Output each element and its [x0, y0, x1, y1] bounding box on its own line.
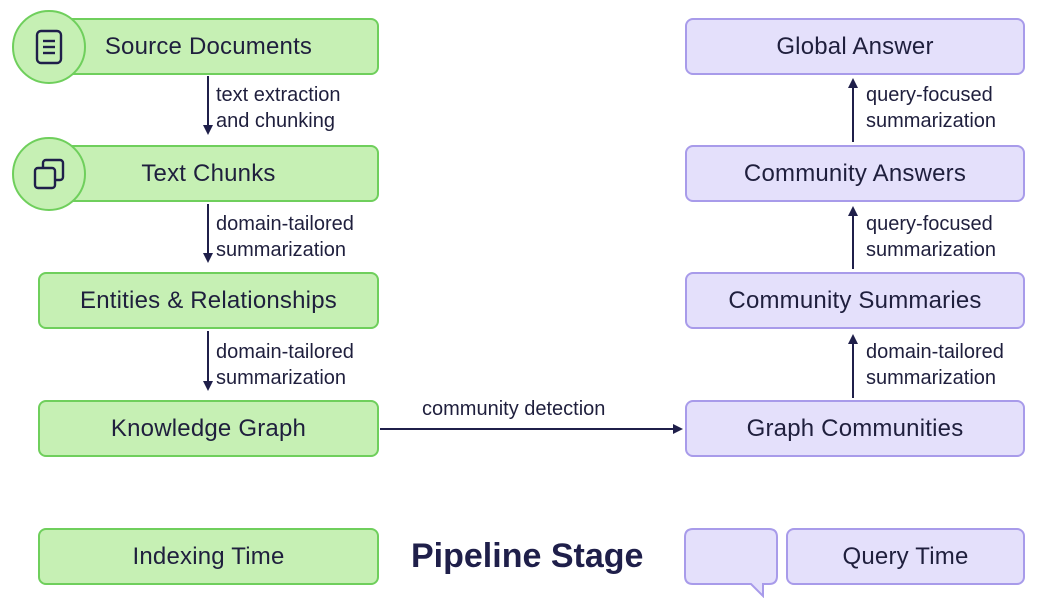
- node-label: Entities & Relationships: [80, 286, 337, 314]
- node-label: Community Answers: [743, 159, 967, 187]
- node-graph-communities: Graph Communities: [685, 400, 1025, 457]
- node-community-answers: Community Answers: [685, 145, 1025, 202]
- legend-label: Indexing Time: [132, 542, 285, 570]
- node-label: Knowledge Graph: [110, 414, 307, 442]
- node-knowledge-graph: Knowledge Graph: [38, 400, 379, 457]
- node-entities-relationships: Entities & Relationships: [38, 272, 379, 329]
- node-label: Global Answer: [776, 32, 934, 60]
- node-label: Graph Communities: [746, 414, 964, 442]
- node-label: Community Summaries: [728, 286, 982, 314]
- node-global-answer: Global Answer: [685, 18, 1025, 75]
- label-domain-tailored-2: domain-tailored summarization: [216, 341, 354, 389]
- node-community-summaries: Community Summaries: [685, 272, 1025, 329]
- node-text-chunks: Text Chunks: [38, 145, 379, 202]
- label-domain-tailored-3: domain-tailored summarization: [866, 341, 1004, 389]
- node-label: Source Documents: [104, 32, 313, 60]
- legend-label: Query Time: [842, 542, 969, 570]
- label-domain-tailored-1: domain-tailored summarization: [216, 213, 354, 261]
- label-query-focused-2: query-focused summarization: [866, 213, 997, 261]
- legend-query-time: Query Time: [786, 528, 1025, 585]
- legend-indexing-time: Indexing Time: [38, 528, 379, 585]
- copy-icon: [12, 137, 86, 211]
- label-text-extraction: text extraction and chunking: [216, 84, 341, 132]
- node-source-documents: Source Documents: [38, 18, 379, 75]
- document-icon: [12, 10, 86, 84]
- speech-bubble-icon: [684, 528, 778, 598]
- label-community-detection: community detection: [422, 398, 606, 420]
- node-label: Text Chunks: [141, 159, 276, 187]
- label-query-focused-1: query-focused summarization: [866, 84, 997, 132]
- legend-pipeline-stage: Pipeline Stage: [411, 537, 644, 575]
